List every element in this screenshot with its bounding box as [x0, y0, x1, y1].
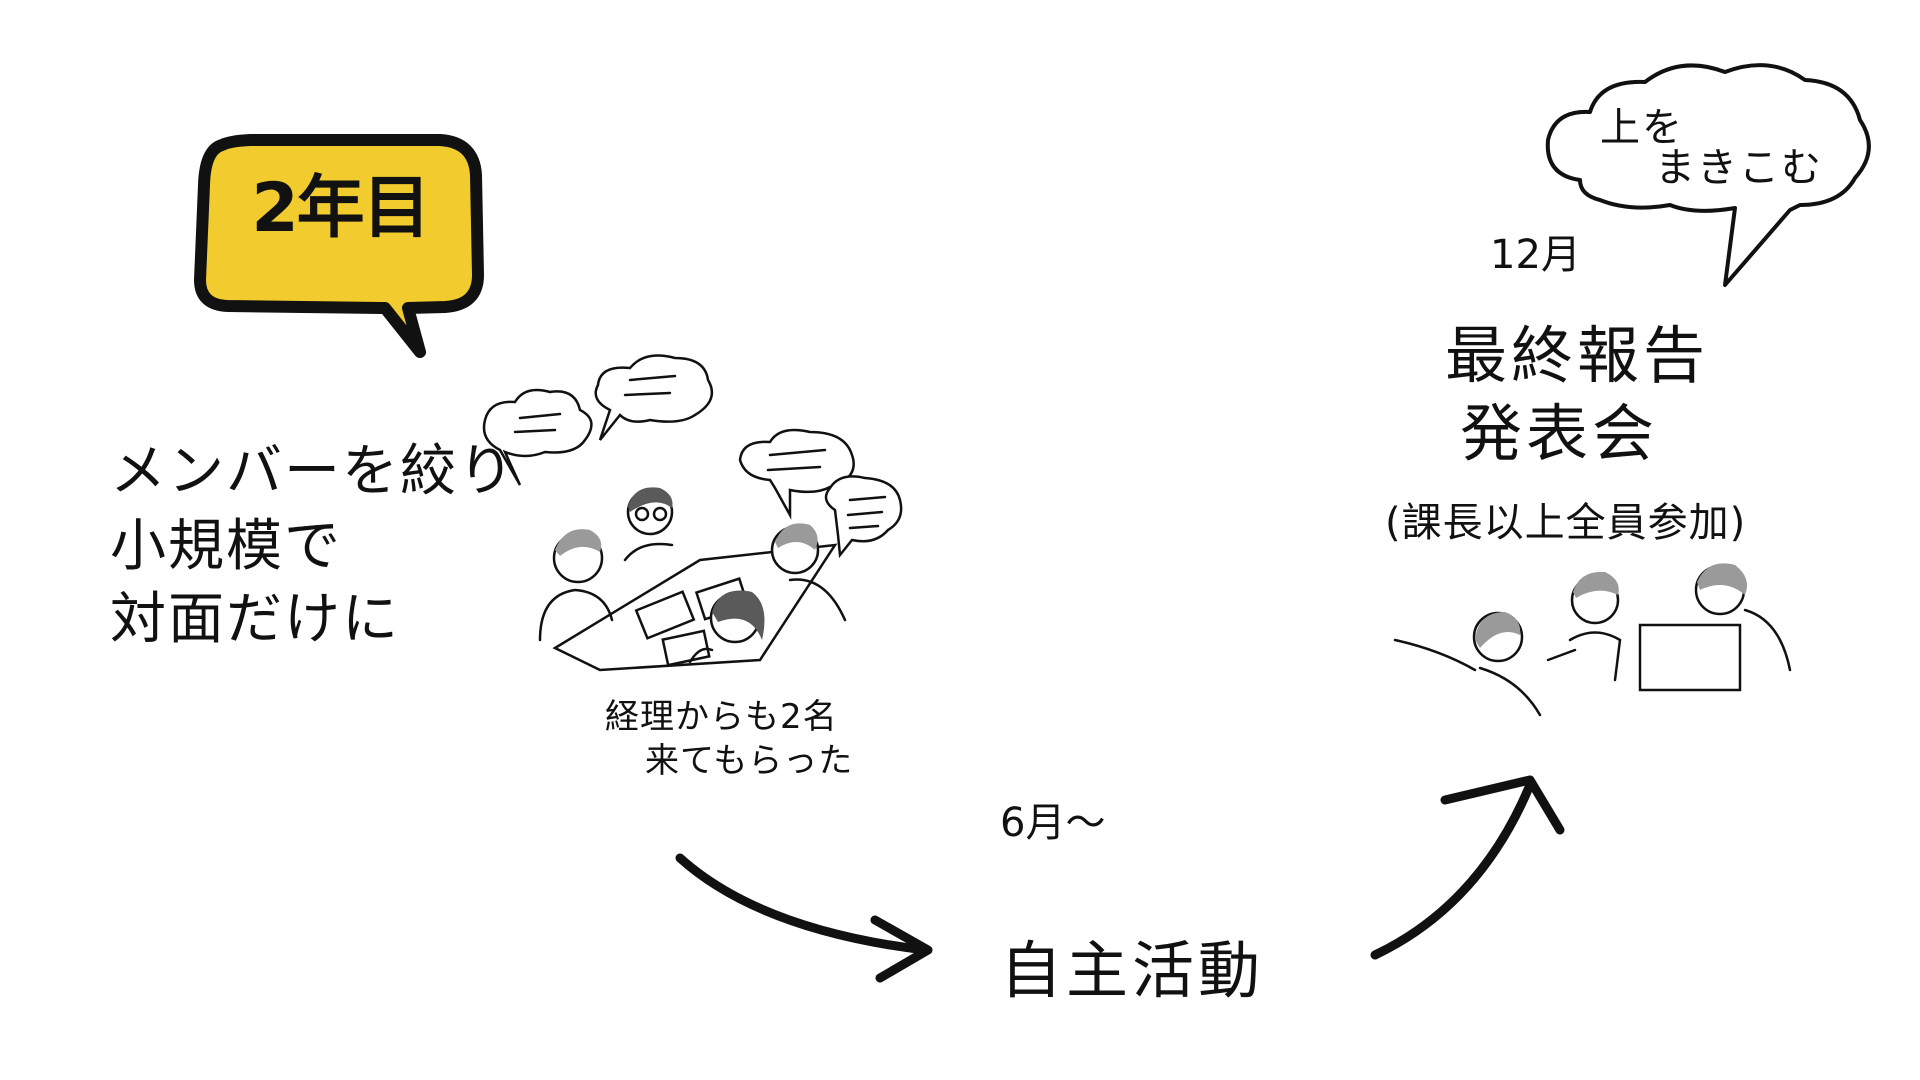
- middle-month-label: 6月〜: [1000, 800, 1106, 846]
- meeting-person: [538, 529, 614, 642]
- meeting-paper: [634, 590, 696, 640]
- arrowhead-report: [1440, 775, 1565, 835]
- flow-arrows: [675, 775, 1565, 983]
- meeting-speech-cloud: [482, 388, 593, 486]
- arrow-to-activity: [675, 853, 930, 955]
- left-text-line: メンバーを絞り: [110, 439, 516, 504]
- meeting-paper: [661, 629, 711, 667]
- left-text-line: 対面だけに: [110, 587, 400, 652]
- badge-label: 2年目: [251, 169, 430, 248]
- report-title-line: 最終報告: [1445, 319, 1710, 392]
- badge-bubble: [194, 134, 484, 358]
- right-month-label: 12月: [1490, 232, 1581, 278]
- meeting-person: [688, 590, 765, 664]
- activity-label: 自主活動: [1000, 934, 1265, 1007]
- report-subtitle: (課長以上全員参加): [1385, 500, 1747, 546]
- audience-line: [1393, 638, 1477, 672]
- meeting-table: [552, 543, 838, 672]
- meeting-caption-line: 経理からも2名: [605, 697, 838, 737]
- meeting-speech-cloud: [738, 428, 855, 520]
- meeting-person: [623, 487, 674, 562]
- presenter-person: [1546, 571, 1622, 682]
- arrowhead-activity: [870, 915, 933, 983]
- presentation-board: [1638, 623, 1742, 692]
- presenter-person: [1694, 563, 1792, 672]
- year-badge: [194, 134, 484, 358]
- cloud-text-line: 上を: [1600, 105, 1684, 151]
- audience-person: [1472, 611, 1542, 717]
- meeting-speech-cloud: [594, 354, 714, 441]
- cloud-text-line: まきこむ: [1655, 145, 1823, 191]
- meeting-caption-line: 来てもらった: [645, 741, 854, 781]
- thought-cloud: [1545, 63, 1871, 287]
- report-title-line: 発表会: [1460, 397, 1659, 470]
- arrow-to-report: [1370, 780, 1535, 960]
- presentation-illustration: [1393, 563, 1792, 717]
- meeting-speech-cloud: [824, 475, 903, 559]
- left-text-line: 小規模で: [110, 514, 342, 579]
- meeting-person: [770, 523, 847, 622]
- meeting-illustration: [482, 354, 903, 672]
